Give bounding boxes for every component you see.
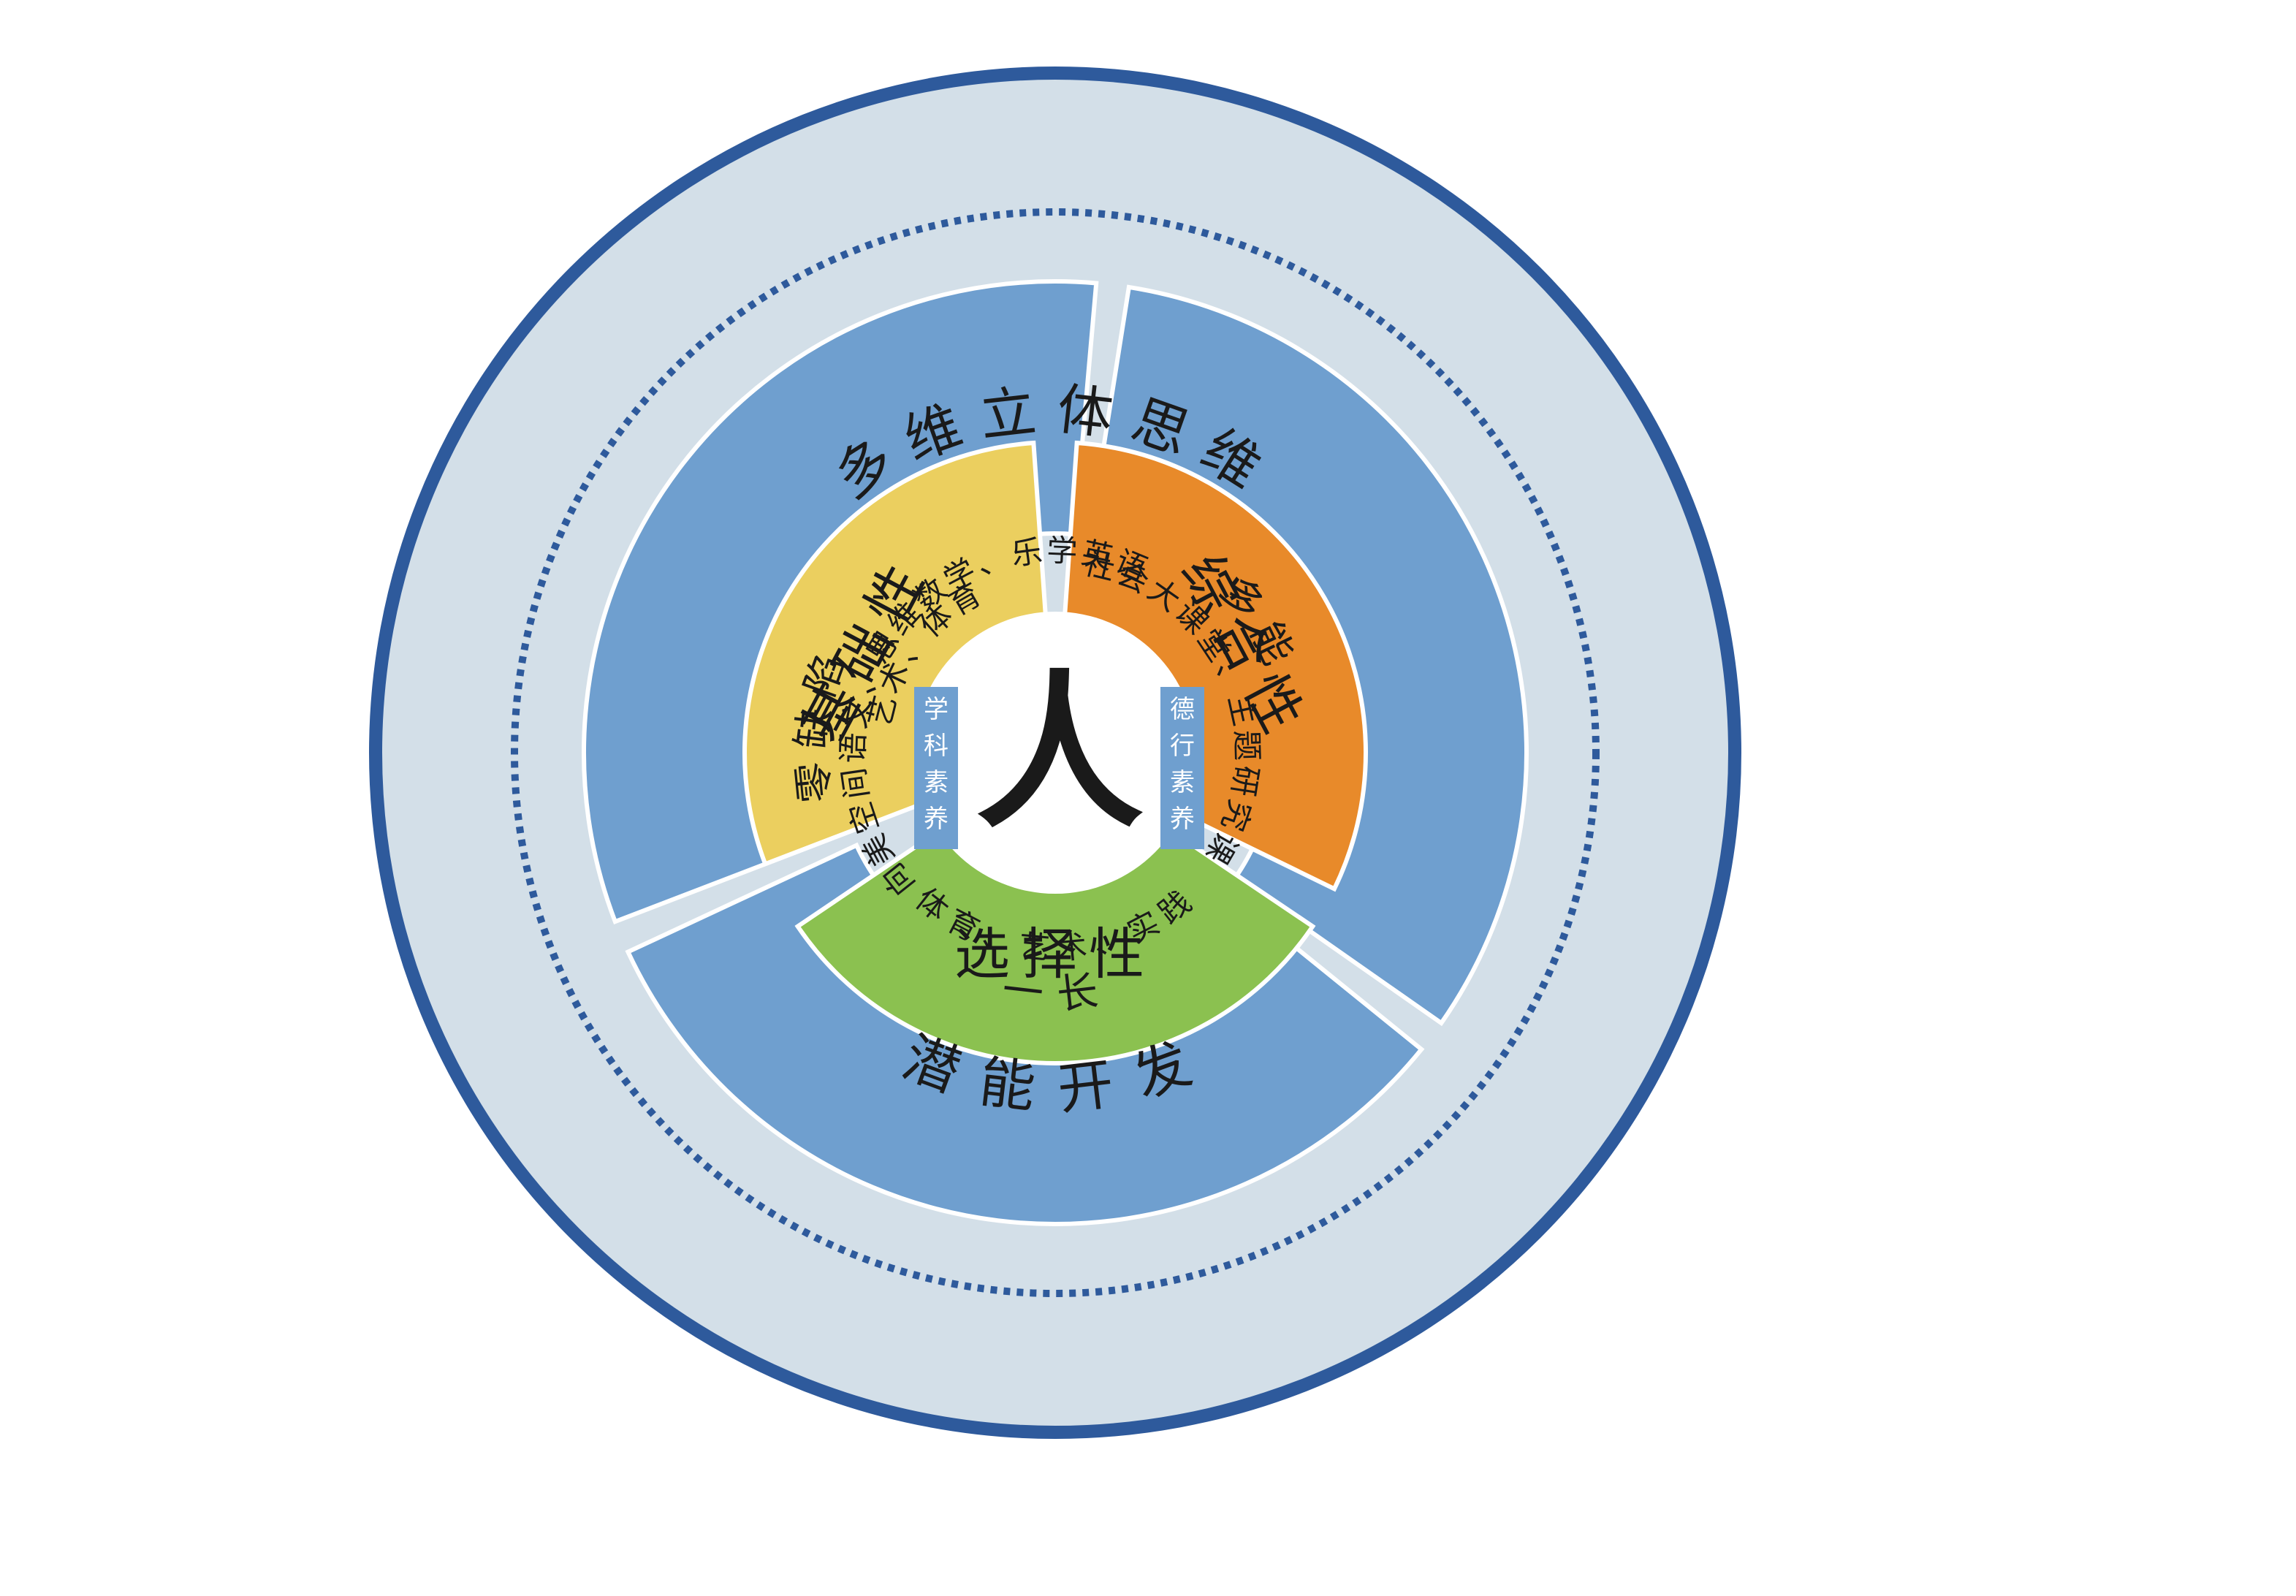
moral-literacy-tag <box>1160 687 1204 849</box>
moral-literacy-char-2: 行 <box>1170 732 1195 761</box>
dotted-ring <box>511 208 1600 1297</box>
inner-ring-bottom-text: 一长 <box>1000 966 1111 1019</box>
subject-literacy-char-4: 养 <box>924 805 949 834</box>
moral-literacy-char-4: 养 <box>1170 805 1195 834</box>
center-circle <box>914 612 1196 894</box>
subject-literacy-tag <box>914 687 958 849</box>
center-character: 人 <box>976 654 1144 851</box>
subject-literacy-char-2: 科 <box>924 732 949 761</box>
elective-title: 选择性 <box>954 922 1156 987</box>
moral-literacy-char-3: 素 <box>1170 768 1195 797</box>
subject-literacy-char-3: 素 <box>924 768 949 797</box>
moral-literacy-char-1: 德 <box>1170 695 1195 724</box>
subject-literacy-char-1: 学 <box>924 695 949 724</box>
